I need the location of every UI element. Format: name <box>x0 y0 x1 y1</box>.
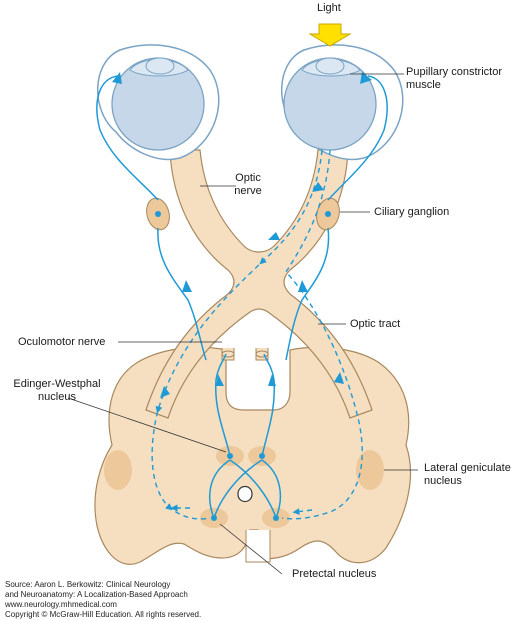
source-line1: Source: Aaron L. Berkowitz: Clinical Neu… <box>5 580 171 589</box>
neuron-dot <box>227 453 233 459</box>
oculomotor-nerve-label: Oculomotor nerve <box>18 336 106 348</box>
edinger-westphal-label: Edinger-Westphal nucleus <box>5 378 109 404</box>
midline-fissure <box>245 530 271 563</box>
efferent-pathways <box>96 75 388 519</box>
pupillary-constrictor-label: Pupillary constrictor muscle <box>406 66 502 92</box>
source-line3: www.neurology.mhmedical.com <box>5 600 117 609</box>
lateral-geniculate-line2: nucleus <box>424 475 462 487</box>
leader-lines <box>67 73 418 575</box>
lateral-geniculate-line1: Lateral geniculate <box>424 462 511 474</box>
right-lateral-geniculate <box>356 450 384 490</box>
source-credit: Source: Aaron L. Berkowitz: Clinical Neu… <box>5 580 201 620</box>
neuron-dot <box>211 515 217 521</box>
optic-nerve-line1: Optic <box>235 172 261 184</box>
source-line4: Copyright © McGraw-Hill Education. All r… <box>5 610 202 619</box>
left-eye <box>96 44 220 161</box>
neuron-dot <box>273 515 279 521</box>
right-eye <box>280 44 404 161</box>
light-label: Light <box>317 2 341 14</box>
afferent-pathways <box>151 149 363 520</box>
ciliary-ganglion-label: Ciliary ganglion <box>374 206 450 218</box>
optic-tract-label: Optic tract <box>350 318 401 330</box>
cerebral-aqueduct <box>237 485 253 503</box>
neuron-dot <box>155 211 161 217</box>
neuron-dot <box>325 211 331 217</box>
pupillary-constrictor-line2: muscle <box>406 79 441 91</box>
left-lateral-geniculate <box>104 450 132 490</box>
optic-nerve-line2: nerve <box>234 185 262 197</box>
optic-nerve-label: Optic nerve <box>228 172 268 198</box>
neuron-dot <box>259 453 265 459</box>
edinger-westphal-line2: nucleus <box>38 391 76 403</box>
edinger-westphal-line1: Edinger-Westphal <box>13 378 101 390</box>
light-arrow-icon <box>308 23 352 47</box>
lateral-geniculate-label: Lateral geniculate nucleus <box>424 462 511 488</box>
pretectal-nucleus-label: Pretectal nucleus <box>292 568 377 580</box>
source-line2: and Neuroanatomy: A Localization-Based A… <box>5 590 188 599</box>
pupillary-constrictor-line1: Pupillary constrictor <box>406 66 502 78</box>
